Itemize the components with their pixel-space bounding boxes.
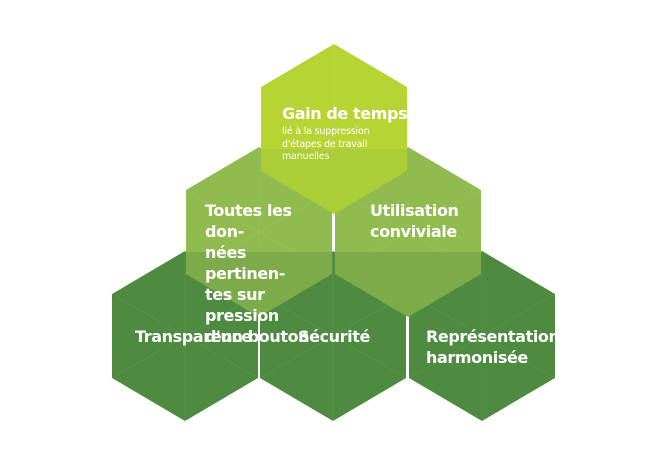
gain-title: Gain de temps (282, 104, 408, 123)
overlap-donnees (186, 252, 332, 317)
hex-label-gain: Gain de temps lié à la suppression d'éta… (282, 103, 412, 164)
hex-label-representation: Représentation harmonisée (426, 327, 560, 367)
gain-subtitle: lié à la suppression d'étapes de travail… (282, 126, 370, 162)
overlap-utilisation (335, 252, 481, 317)
hex-label-transparence: Transparence (135, 327, 252, 346)
hex-label-securite: Sécurité (298, 327, 370, 346)
hexagon-representation-facets (408, 251, 556, 421)
overlap-gain (261, 149, 407, 214)
hexagon-transparence-facets (111, 251, 259, 421)
hexagon-securite-facets (259, 251, 407, 421)
hex-label-donnees: Toutes les don- nées pertinen- tes sur p… (205, 201, 310, 346)
hex-label-utilisation: Utilisation conviviale (370, 201, 459, 241)
